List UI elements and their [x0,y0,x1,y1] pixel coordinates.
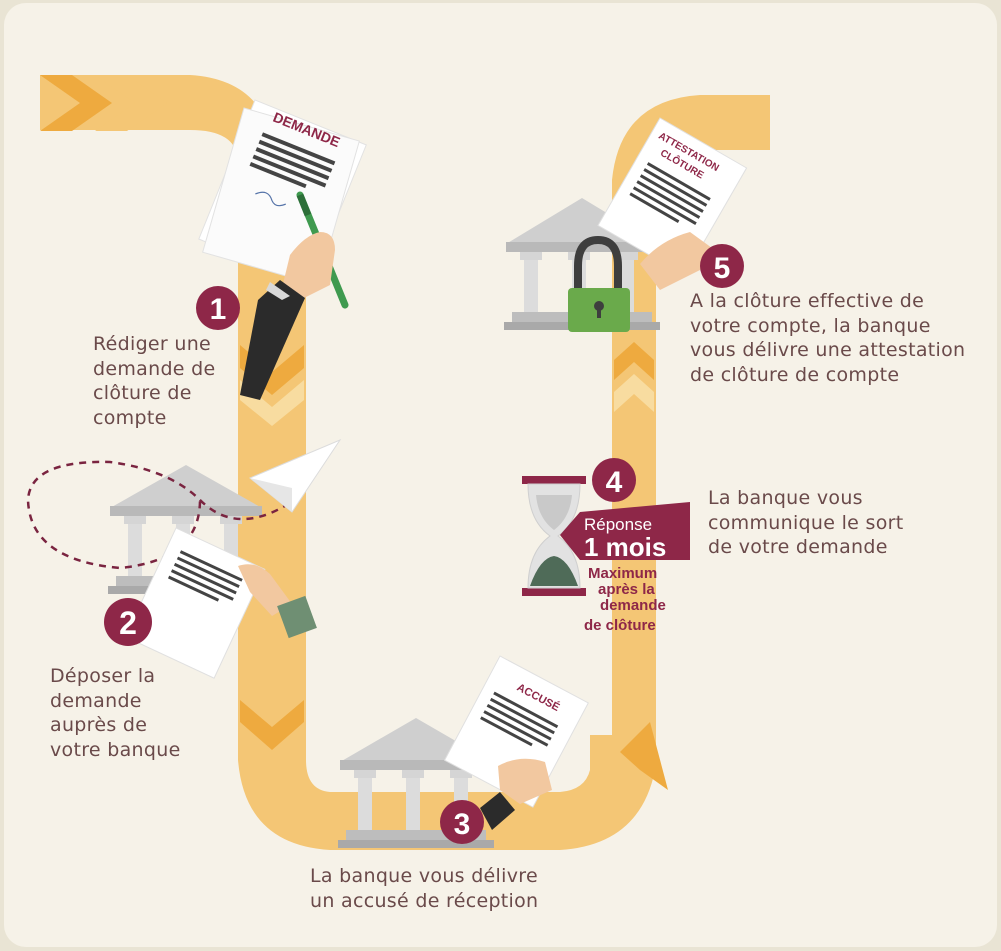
svg-text:5: 5 [714,252,731,285]
lock-icon [568,235,630,332]
svg-text:4: 4 [606,466,623,499]
chevron-icon [40,75,112,131]
hand-with-pen [240,191,349,400]
step-3-text: La banque vous délivre un accusé de réce… [310,865,539,912]
step-5-text: A la clôture effective de votre compte, … [690,290,966,386]
step-3-badge: 3 [440,800,484,844]
svg-text:de clôture: de clôture [584,617,656,634]
paper-plane-icon [249,438,342,513]
svg-text:demande: demande [600,597,666,614]
chevron-up-icon [614,374,654,412]
step-1-text: Rédiger une demande de clôture de compte [93,333,216,429]
svg-text:2: 2 [119,605,137,641]
step-4-badge: 4 [592,458,636,502]
delay-label: Réponse [584,515,652,534]
svg-text:1: 1 [210,293,227,326]
delay-note: Maximum après la demande de clôture [584,565,666,634]
chevron-up-icon [620,722,668,790]
chevron-icon [95,75,167,131]
path-entry-band [40,75,275,240]
chevron-down-icon [240,700,304,750]
step-2-text: Déposer la demande auprès de votre banqu… [50,665,181,761]
chevron-down-icon [240,380,304,426]
svg-text:Maximum: Maximum [588,565,657,582]
svg-text:après la: après la [598,581,655,598]
chevron-up-icon [614,342,654,380]
path-bottom-curve [238,690,655,850]
svg-text:3: 3 [454,808,471,841]
step-1-badge: 1 [196,286,240,330]
deposit-document [124,527,317,679]
attestation-document: ATTESTATION CLÔTURE [597,117,748,290]
dashed-flight-path [26,460,301,570]
step-5-badge: 5 [700,244,744,288]
delay-value: 1 mois [584,532,666,562]
step-4-text: La banque vous communique le sort de vot… [708,487,904,558]
step-2-badge: 2 [104,598,152,646]
delay-banner: Réponse 1 mois [560,502,690,562]
hourglass-icon [522,476,586,596]
accuse-document: ACCUSÉ [443,655,589,830]
